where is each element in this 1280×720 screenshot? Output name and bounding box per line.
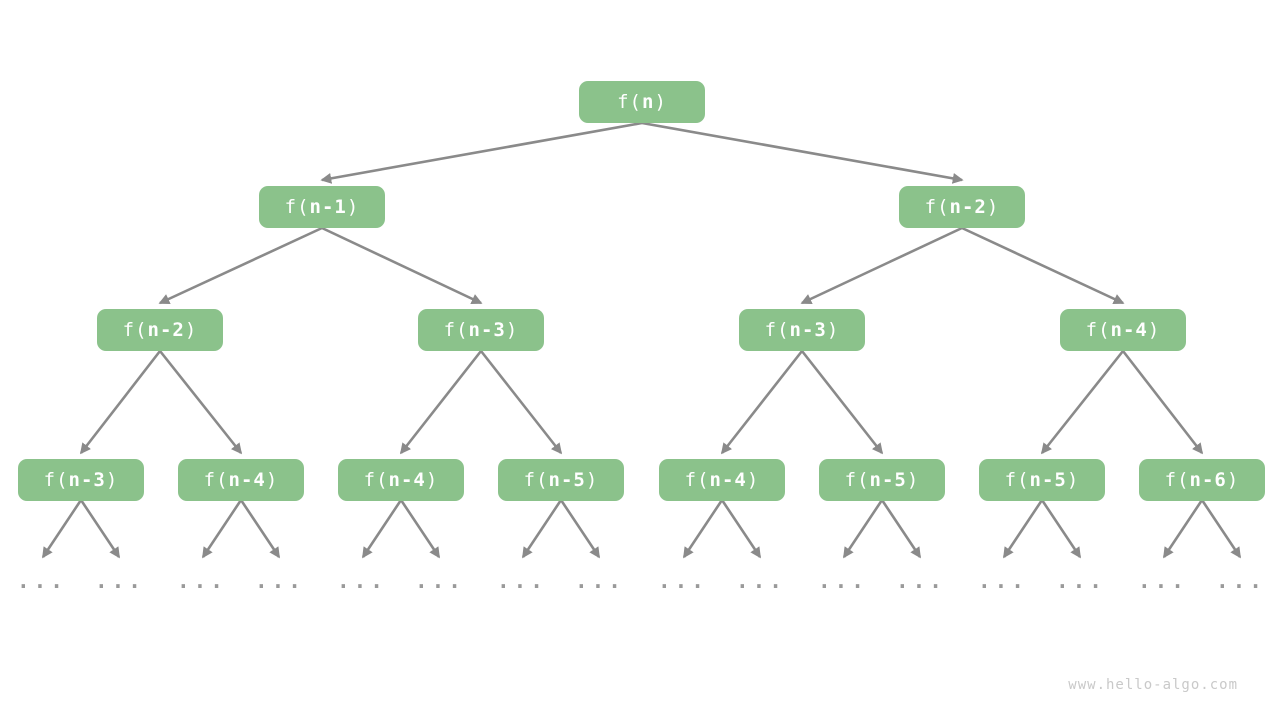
ellipsis: ... — [736, 569, 786, 593]
ellipsis: ... — [17, 569, 67, 593]
node-label-suffix: ) — [1147, 319, 1161, 341]
node-label-prefix: f( — [1164, 469, 1190, 491]
node-label-prefix: f( — [203, 469, 229, 491]
ellipsis: ... — [177, 569, 227, 593]
node-label-prefix: f( — [363, 469, 389, 491]
node-label-arg: n-5 — [1029, 469, 1067, 491]
ellipsis: ... — [95, 569, 145, 593]
node-label-arg: n-1 — [309, 196, 347, 218]
ellipsis: ... — [415, 569, 465, 593]
tree-node-root: f(n) — [579, 81, 705, 123]
node-label-prefix: f( — [924, 196, 950, 218]
node-label-arg: n-4 — [388, 469, 426, 491]
node-label-suffix: ) — [505, 319, 519, 341]
node-label-suffix: ) — [425, 469, 439, 491]
node-label-arg: n-5 — [869, 469, 907, 491]
tree-node: f(n-3) — [18, 459, 144, 501]
node-label-arg: n-4 — [709, 469, 747, 491]
node-label-prefix: f( — [43, 469, 69, 491]
tree-node: f(n-2) — [97, 309, 223, 351]
ellipsis: ... — [497, 569, 547, 593]
node-label-arg: n-3 — [68, 469, 106, 491]
tree-node: f(n-1) — [259, 186, 385, 228]
tree-node: f(n-6) — [1139, 459, 1265, 501]
ellipsis: ... — [896, 569, 946, 593]
node-label-prefix: f( — [523, 469, 549, 491]
node-label-suffix: ) — [986, 196, 1000, 218]
ellipsis: ... — [337, 569, 387, 593]
node-label-arg: n-4 — [228, 469, 266, 491]
node-label-suffix: ) — [654, 91, 667, 113]
node-label-suffix: ) — [1226, 469, 1240, 491]
tree-node: f(n-4) — [1060, 309, 1186, 351]
node-label-arg: n-2 — [147, 319, 185, 341]
ellipsis: ... — [818, 569, 868, 593]
node-label-arg: n-3 — [468, 319, 506, 341]
node-label-arg: n-5 — [548, 469, 586, 491]
node-label-prefix: f( — [1004, 469, 1030, 491]
node-label-prefix: f( — [284, 196, 310, 218]
node-label-suffix: ) — [826, 319, 840, 341]
ellipsis: ... — [575, 569, 625, 593]
tree-node: f(n-5) — [979, 459, 1105, 501]
tree-node: f(n-2) — [899, 186, 1025, 228]
node-label-suffix: ) — [105, 469, 119, 491]
node-label-prefix: f( — [617, 91, 642, 113]
node-label-prefix: f( — [764, 319, 790, 341]
node-label-prefix: f( — [122, 319, 148, 341]
node-label-prefix: f( — [844, 469, 870, 491]
ellipsis: ... — [1216, 569, 1266, 593]
ellipsis: ... — [1056, 569, 1106, 593]
node-label-suffix: ) — [906, 469, 920, 491]
ellipsis: ... — [978, 569, 1028, 593]
node-label-prefix: f( — [684, 469, 710, 491]
ellipsis: ... — [1138, 569, 1188, 593]
ellipsis: ... — [255, 569, 305, 593]
tree-node: f(n-4) — [338, 459, 464, 501]
tree-node: f(n-5) — [819, 459, 945, 501]
node-label-arg: n-3 — [789, 319, 827, 341]
watermark: www.hello-algo.com — [1068, 677, 1238, 693]
node-label-prefix: f( — [443, 319, 469, 341]
tree-node: f(n-4) — [659, 459, 785, 501]
ellipsis: ... — [658, 569, 708, 593]
node-label-suffix: ) — [346, 196, 360, 218]
node-label-arg: n-2 — [949, 196, 987, 218]
node-label-suffix: ) — [1066, 469, 1080, 491]
node-label-prefix: f( — [1085, 319, 1111, 341]
tree-node: f(n-5) — [498, 459, 624, 501]
node-label-arg: n — [641, 91, 655, 113]
node-label-suffix: ) — [746, 469, 760, 491]
node-label-arg: n-4 — [1110, 319, 1148, 341]
node-label-suffix: ) — [585, 469, 599, 491]
tree-node: f(n-3) — [418, 309, 544, 351]
tree-node: f(n-3) — [739, 309, 865, 351]
node-label-arg: n-6 — [1189, 469, 1227, 491]
tree-node: f(n-4) — [178, 459, 304, 501]
node-label-suffix: ) — [184, 319, 198, 341]
node-label-suffix: ) — [265, 469, 279, 491]
